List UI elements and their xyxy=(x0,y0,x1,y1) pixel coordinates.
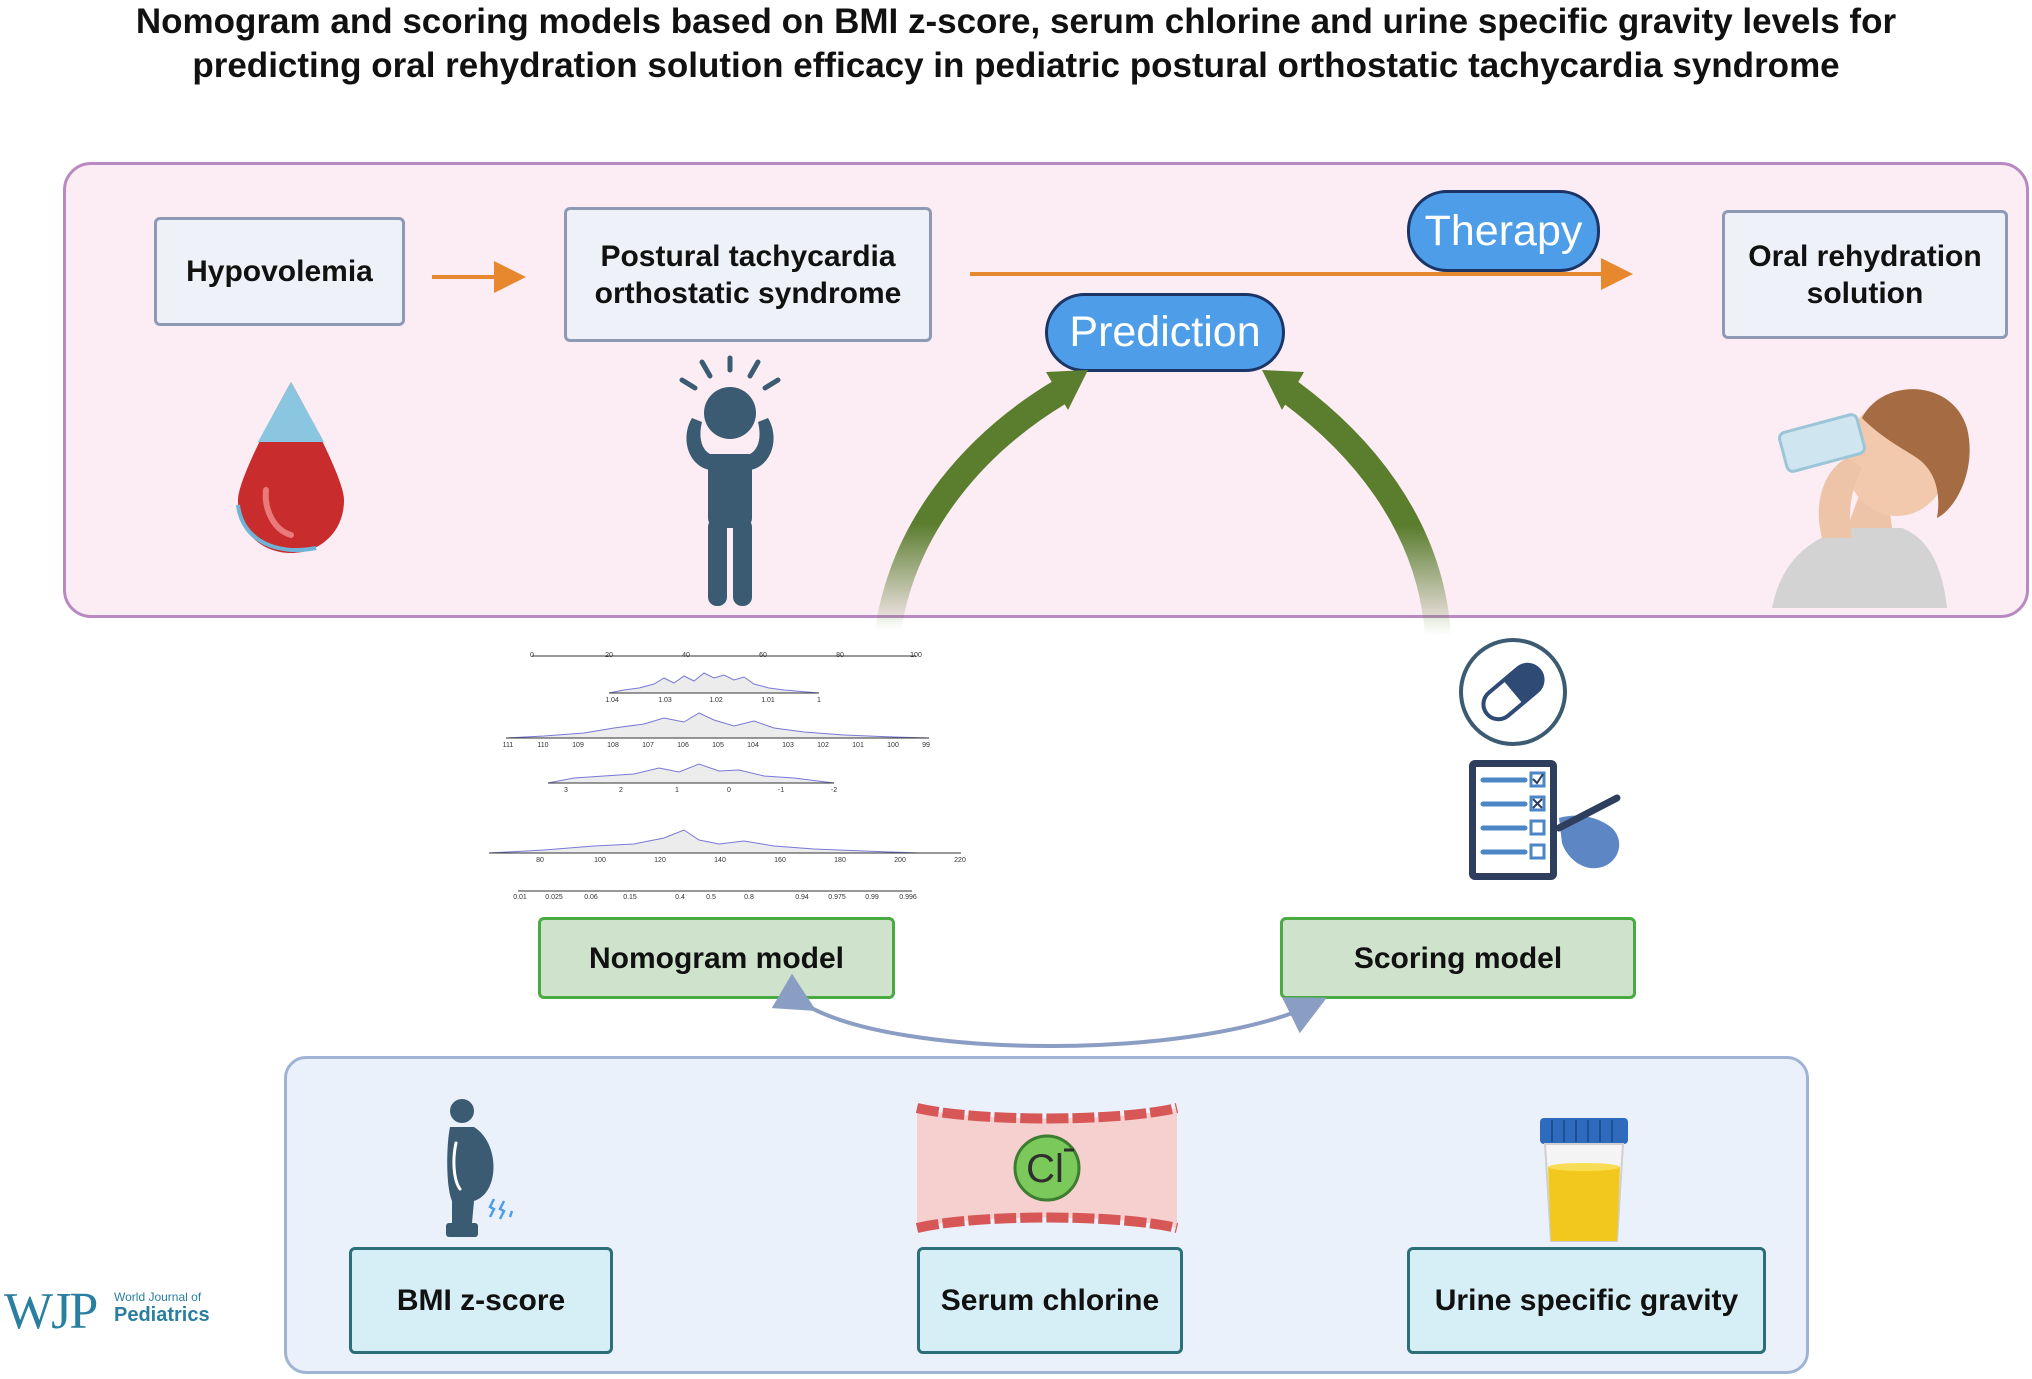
ors-box: Oral rehydration solution xyxy=(1722,210,2008,339)
tick: 80 xyxy=(536,857,544,864)
tick: 0.5 xyxy=(706,894,716,901)
tick: 106 xyxy=(677,742,689,749)
blood-vessel-chloride-icon: Cl xyxy=(915,1103,1179,1233)
tick: 1.01 xyxy=(761,697,775,704)
prediction-pill: Prediction xyxy=(1045,293,1285,372)
nomogram-points-ticks: 0 20 40 60 80 100 xyxy=(530,652,922,659)
nomogram-chart: 0 20 40 60 80 100 1.04 1.03 1.02 1.01 1 … xyxy=(488,652,966,901)
tick: 40 xyxy=(682,652,690,659)
logo-abbrev: WJP xyxy=(4,1283,98,1340)
pill-capsule-icon xyxy=(1459,638,1567,746)
journal-logo: WJP World Journal of Pediatrics xyxy=(4,1282,244,1342)
tick: 101 xyxy=(852,742,864,749)
tick: 220 xyxy=(954,857,966,864)
tick: 200 xyxy=(894,857,906,864)
tick: 0.94 xyxy=(795,894,809,901)
tick: 102 xyxy=(817,742,829,749)
tick: 0 xyxy=(530,652,534,659)
hypovolemia-box: Hypovolemia xyxy=(154,217,405,326)
checklist-icon xyxy=(1469,760,1621,880)
title-line-2: predicting oral rehydration solution eff… xyxy=(192,46,1840,85)
tick: 0.01 xyxy=(513,894,527,901)
person-drinking-icon xyxy=(1772,389,1970,608)
tick: -1 xyxy=(778,787,784,794)
tick: 1.04 xyxy=(605,697,619,704)
tick: 100 xyxy=(594,857,606,864)
tick: 1.02 xyxy=(709,697,723,704)
tick: 109 xyxy=(572,742,584,749)
tick: 0.15 xyxy=(623,894,637,901)
title-line-1: Nomogram and scoring models based on BMI… xyxy=(135,2,1897,41)
pots-box: Postural tachycardia orthostatic syndrom… xyxy=(564,207,932,342)
tick: 107 xyxy=(642,742,654,749)
tick: 0.06 xyxy=(584,894,598,901)
nomogram-model-box: Nomogram model xyxy=(538,917,895,999)
tick: 104 xyxy=(747,742,759,749)
tick: -2 xyxy=(831,787,837,794)
tick: 0.8 xyxy=(744,894,754,901)
tick: 105 xyxy=(712,742,724,749)
logo-line-2: Pediatrics xyxy=(114,1304,210,1326)
tick: 80 xyxy=(836,652,844,659)
tick: 103 xyxy=(782,742,794,749)
tick: 20 xyxy=(605,652,613,659)
tick: 180 xyxy=(834,857,846,864)
tick: 3 xyxy=(564,787,568,794)
tick: 100 xyxy=(887,742,899,749)
stressed-person-icon xyxy=(679,355,781,606)
tick: 0.975 xyxy=(828,894,846,901)
tick: 0.025 xyxy=(545,894,563,901)
tick: 1 xyxy=(675,787,679,794)
tick: 111 xyxy=(503,742,514,749)
tick: 100 xyxy=(910,652,922,659)
tick: 108 xyxy=(607,742,619,749)
chloride-symbol: Cl xyxy=(1026,1147,1064,1191)
serum-chlorine-box: Serum chlorine xyxy=(917,1247,1183,1354)
tick: 1.03 xyxy=(658,697,672,704)
tick: 2 xyxy=(619,787,623,794)
bmi-zscore-box: BMI z-score xyxy=(349,1247,613,1354)
urine-cup-icon xyxy=(1540,1118,1628,1242)
weighing-person-icon xyxy=(446,1099,514,1237)
blood-drop-icon xyxy=(236,382,344,553)
tick: 110 xyxy=(537,742,548,749)
tick: 60 xyxy=(759,652,767,659)
tick: 160 xyxy=(774,857,786,864)
tick: 0.996 xyxy=(899,894,917,901)
therapy-pill: Therapy xyxy=(1407,190,1600,272)
figure-title: Nomogram and scoring models based on BMI… xyxy=(0,0,2032,88)
tick: 99 xyxy=(922,742,930,749)
tick: 1 xyxy=(817,697,821,704)
urine-specific-gravity-box: Urine specific gravity xyxy=(1407,1247,1766,1354)
logo-line-1: World Journal of xyxy=(114,1290,202,1304)
tick: 120 xyxy=(654,857,666,864)
scoring-model-box: Scoring model xyxy=(1280,917,1636,999)
tick: 0.4 xyxy=(675,894,685,901)
tick: 0.99 xyxy=(865,894,879,901)
tick: 0 xyxy=(727,787,731,794)
tick: 140 xyxy=(714,857,726,864)
